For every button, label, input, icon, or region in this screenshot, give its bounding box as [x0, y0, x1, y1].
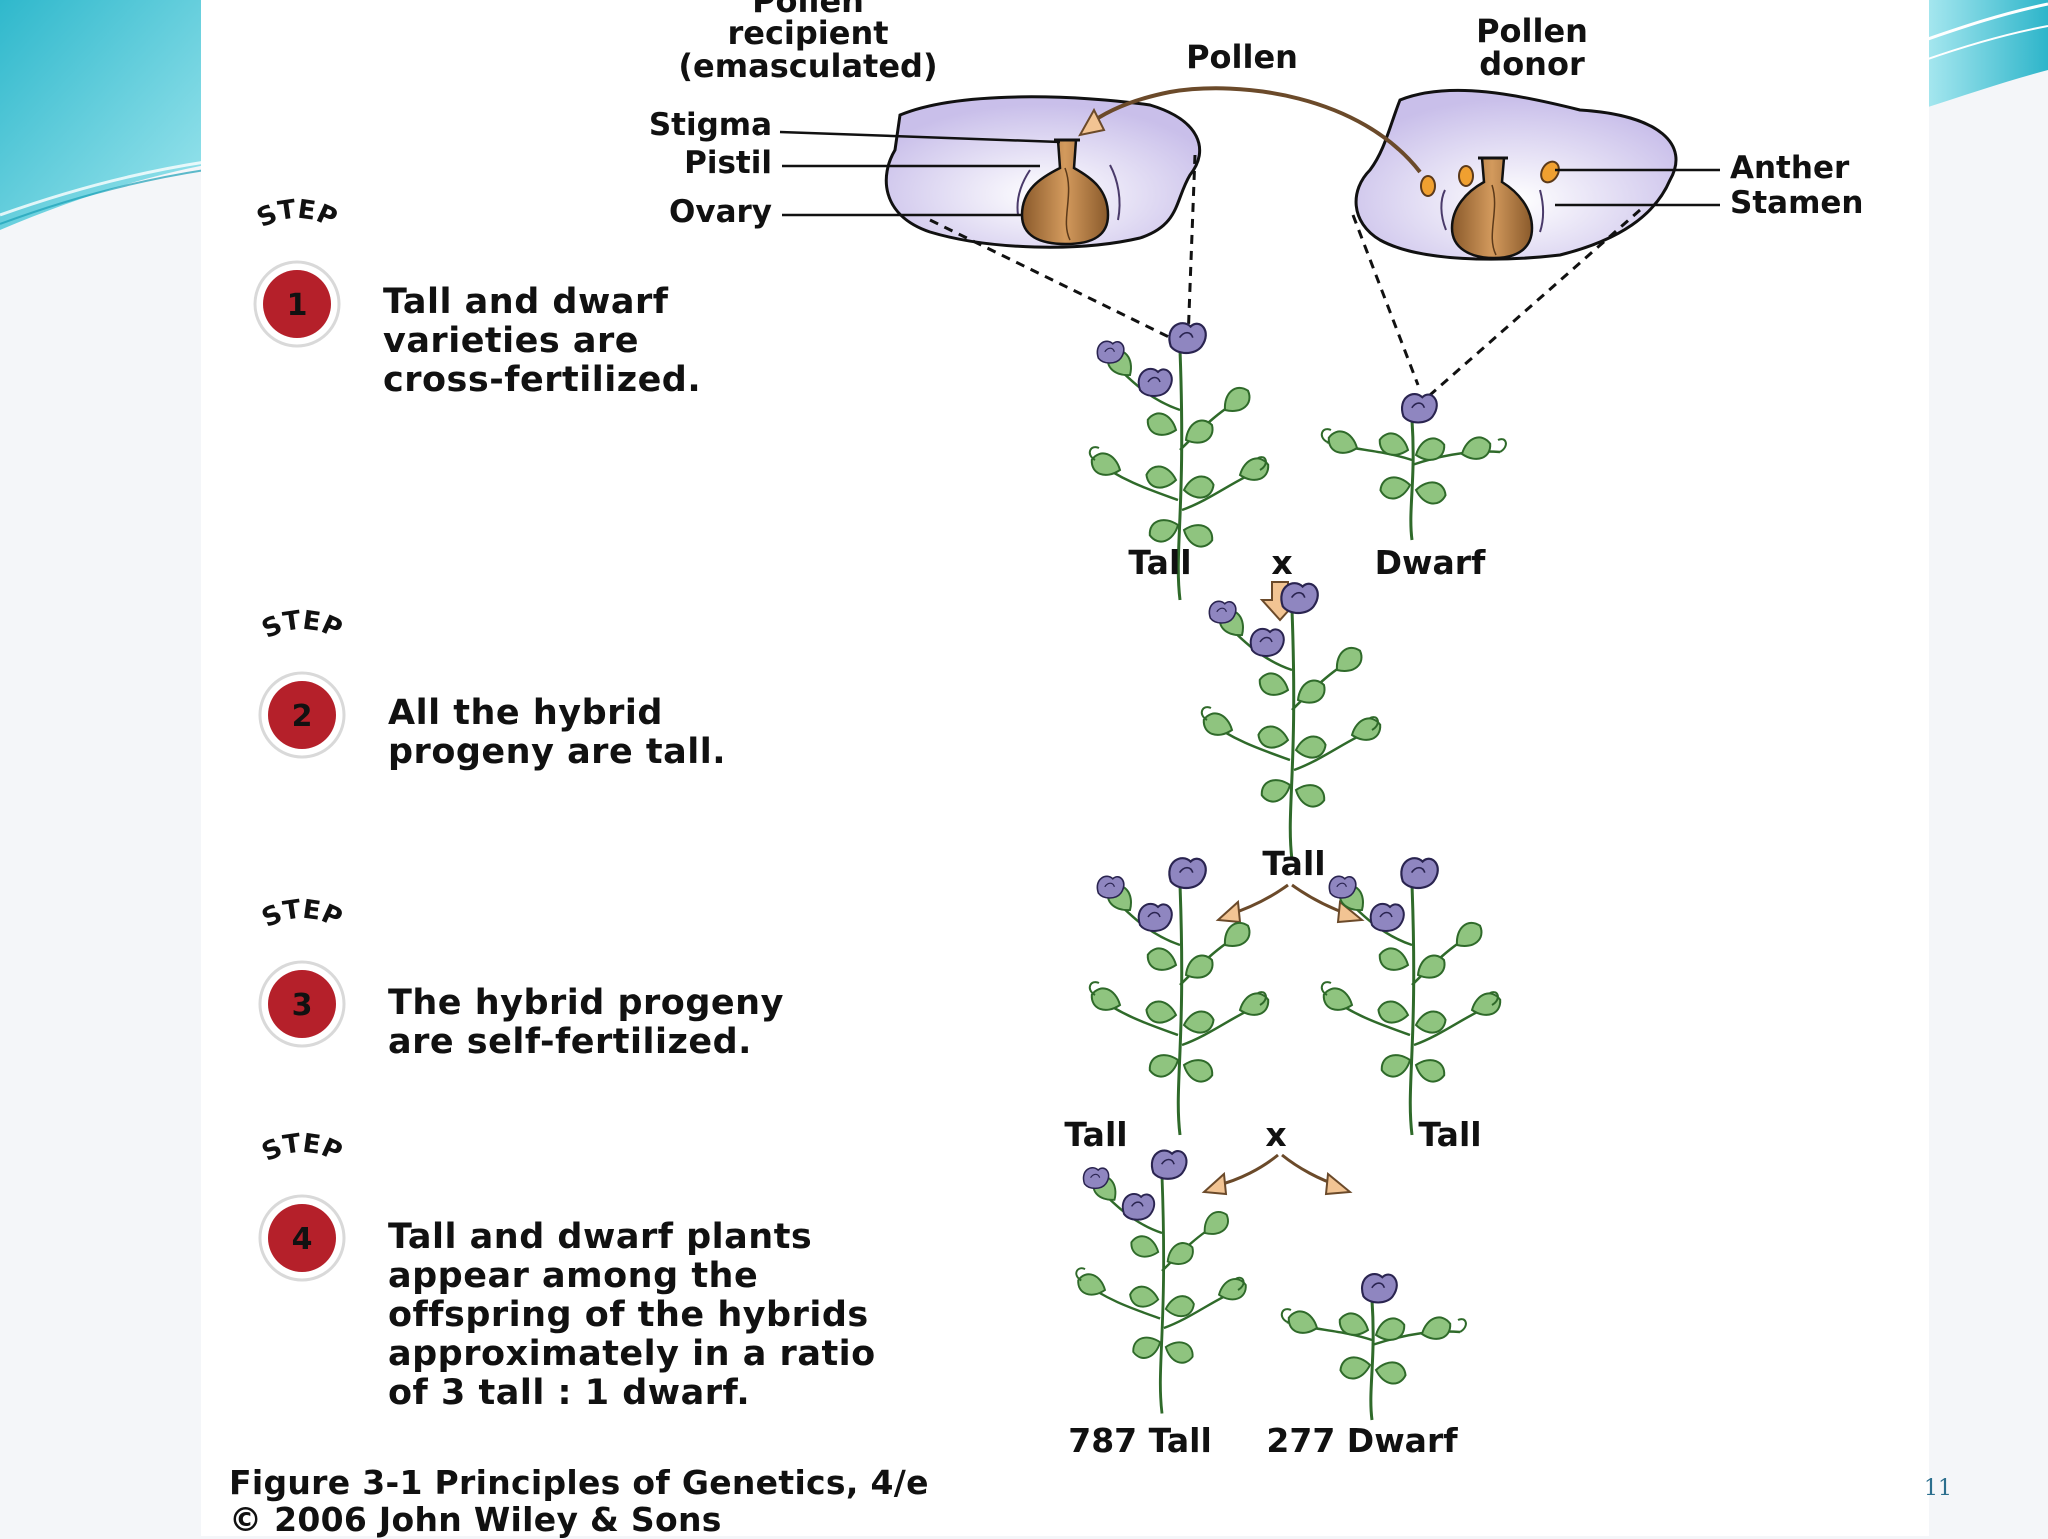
step-3-text: The hybrid progeny are self-fertilized.: [388, 984, 784, 1062]
right-swoosh-line: [1924, 2, 2048, 42]
donor-pistil-vase: [1450, 156, 1534, 260]
f1-left-plant: [1088, 858, 1272, 1135]
step-2-text: All the hybrid progeny are tall.: [388, 694, 726, 772]
step-3-badge: STEP 3: [236, 895, 368, 1048]
anther-icon: [1458, 165, 1474, 187]
figure-panel: [201, 0, 1929, 1536]
split-arrowhead-left: [1215, 899, 1242, 924]
pollen-transfer-arrow: [1086, 86, 1422, 174]
f2-dwarf-label: 277 Dwarf: [1266, 1421, 1458, 1460]
step-1-line: Tall and dwarf: [383, 282, 669, 322]
page-number: 11: [1924, 1476, 1952, 1501]
left-swoosh-line: [0, 169, 206, 225]
f1-right-plant: [1320, 858, 1504, 1135]
svg-text:4: 4: [292, 1222, 313, 1257]
split-arrows-icon-2: [1214, 1153, 1341, 1188]
step-1-line: varieties are: [383, 321, 640, 361]
step-4-line: appear among the: [388, 1256, 759, 1296]
step-2-line: progeny are tall.: [388, 732, 727, 772]
recipient-label-line-2: recipient: [727, 14, 888, 52]
donor-label-line-1: Pollen: [1476, 12, 1588, 50]
pollen-label: Pollen: [1186, 38, 1298, 76]
step-1-text: Tall and dwarf varieties are cross-ferti…: [383, 283, 701, 400]
split-arrowhead-right: [1336, 900, 1365, 924]
svg-text:STEP: STEP: [252, 195, 341, 234]
figure-caption: Figure 3-1 Principles of Genetics, 4/e: [229, 1463, 929, 1502]
step-1-line: cross-fertilized.: [383, 360, 702, 400]
recipient-label-line-1: Pollen: [752, 0, 864, 20]
f1-tall-label: Tall: [1262, 844, 1325, 883]
anther-icon: [1540, 160, 1560, 184]
step-2-badge: STEP 2: [236, 606, 368, 759]
ovary-label: Ovary: [669, 194, 772, 230]
step-1-badge: STEP 1: [231, 195, 363, 348]
step-4-line: approximately in a ratio: [388, 1334, 876, 1374]
dashed-zoom-lines: [929, 154, 1641, 397]
stamen-label: Stamen: [1730, 185, 1863, 221]
cross-symbol: x: [1271, 543, 1292, 582]
parent-dwarf-plant: [1322, 394, 1506, 540]
step-2-line: All the hybrid: [388, 693, 663, 733]
svg-text:3: 3: [292, 988, 313, 1023]
svg-text:2: 2: [292, 699, 313, 734]
right-swoosh: [1925, 0, 2048, 108]
f1-left-label: Tall: [1064, 1115, 1127, 1154]
pistil-label: Pistil: [684, 145, 772, 181]
donor-label-line-2: donor: [1479, 45, 1585, 83]
step-3-line: The hybrid progeny: [388, 983, 784, 1023]
f2-tall-label: 787 Tall: [1068, 1421, 1212, 1460]
svg-text:STEP: STEP: [257, 606, 346, 645]
step-4-text: Tall and dwarf plants appear among the o…: [388, 1218, 876, 1413]
split-arrowhead-right-2: [1324, 1172, 1353, 1196]
step-4-line: offspring of the hybrids: [388, 1295, 869, 1335]
recipient-label-line-3: (emasculated): [678, 47, 937, 85]
copyright-line: © 2006 John Wiley & Sons: [229, 1500, 722, 1539]
step-4-line: of 3 tall : 1 dwarf.: [388, 1373, 751, 1413]
svg-text:STEP: STEP: [257, 1129, 346, 1168]
stigma-label: Stigma: [649, 107, 772, 143]
pollen-donor-flower: [1354, 88, 1678, 261]
anther-label: Anther: [1730, 150, 1850, 186]
step-4-line: Tall and dwarf plants: [388, 1217, 813, 1257]
leader-lines: [779, 130, 1720, 217]
pollen-arrowhead: [1078, 107, 1106, 137]
pollen-recipient-flower: [884, 95, 1201, 249]
f1-right-label: Tall: [1418, 1115, 1481, 1154]
f1-tall-plant: [1200, 583, 1384, 860]
left-swoosh-line: [0, 160, 206, 217]
right-swoosh-line: [1924, 25, 2048, 61]
split-arrowhead-left-2: [1201, 1171, 1228, 1196]
f2-dwarf-plant: [1282, 1274, 1466, 1420]
parent-tall-label: Tall: [1128, 543, 1191, 582]
parent-dwarf-label: Dwarf: [1375, 543, 1486, 582]
f1-cross-symbol: x: [1265, 1115, 1286, 1154]
svg-text:STEP: STEP: [257, 895, 346, 934]
step-4-badge: STEP 4: [236, 1129, 368, 1282]
anther-icon: [1420, 175, 1436, 197]
svg-text:1: 1: [287, 288, 308, 323]
pistil-vase: [1020, 138, 1110, 246]
step-3-line: are self-fertilized.: [388, 1022, 752, 1062]
